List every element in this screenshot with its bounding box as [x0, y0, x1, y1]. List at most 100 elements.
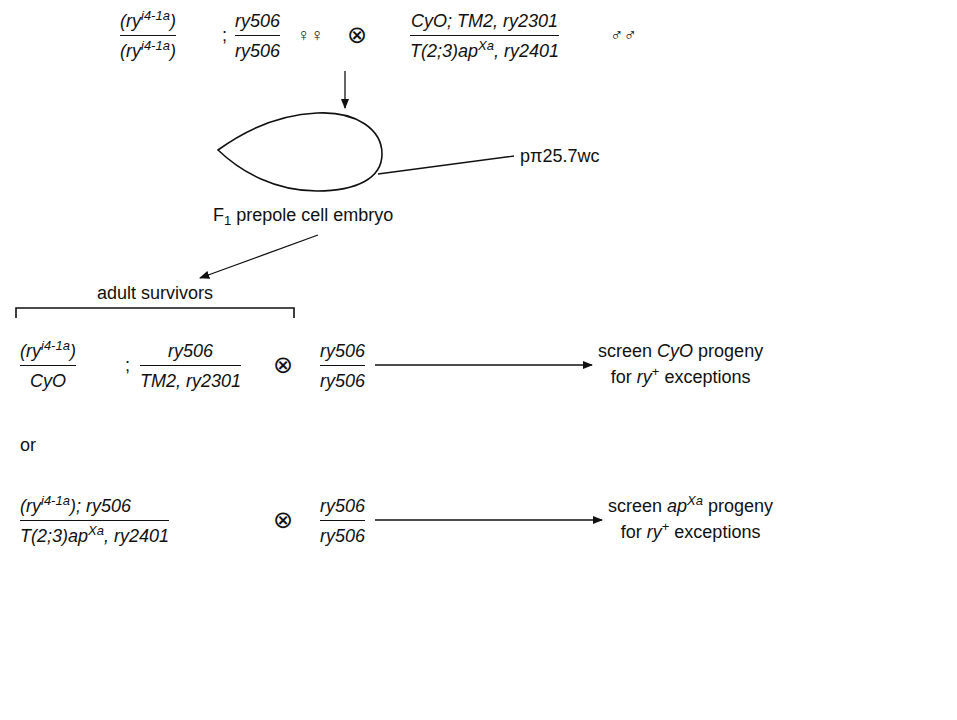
text-line: adult survivors	[97, 282, 213, 304]
leader-line	[378, 156, 514, 174]
genotype-text: ;	[222, 25, 227, 45]
plasmid-label: pπ25.7wc	[520, 145, 599, 167]
genotype-text: F	[213, 205, 224, 225]
survivor-bracket: adult survivors	[15, 282, 295, 322]
text-line: (ryi4-1a)	[20, 340, 76, 364]
fraction-bar	[20, 365, 76, 366]
cross-arrow	[375, 519, 602, 520]
genotype-text: i4-1a	[41, 493, 70, 508]
genotype-text: )	[170, 11, 176, 31]
genotype-text: +	[652, 364, 660, 379]
text-line: forry+exceptions	[621, 521, 761, 545]
genotype-text: ry506	[320, 496, 365, 516]
fraction-bar	[410, 35, 559, 36]
text-line: ry506	[168, 340, 213, 362]
genotype-text: ry506	[320, 341, 365, 361]
screen-note: screenCyOprogenyforry+exceptions	[598, 340, 767, 394]
text-line: screenapXa progeny	[608, 495, 773, 519]
genotype-text: Xa	[478, 38, 494, 53]
bracket-shape	[16, 308, 294, 318]
screen-note: screenapXa progeny forry+exceptions	[608, 495, 777, 549]
genotype-text: ry506	[235, 11, 280, 31]
genotype-text: 1	[224, 213, 231, 228]
genotype-text: ap	[667, 496, 687, 516]
text-line: CyO; TM2, ry2301	[411, 10, 558, 32]
text-line: T(2;3)apXa, ry2401	[410, 40, 559, 64]
text-line: CyO	[30, 370, 66, 392]
text-line: forry+exceptions	[611, 366, 751, 390]
genotype-text: progeny	[698, 341, 763, 361]
connective-word: or	[20, 434, 36, 456]
fraction-bar	[20, 520, 169, 521]
fraction-bar	[320, 520, 365, 521]
genotype-text: ;	[125, 355, 130, 375]
test-cross: (ryi4-1a); ry506T(2;3)apXa, ry2401⊗ry506…	[15, 495, 369, 553]
genotype-text: ♂♂	[610, 25, 637, 45]
text-line: ♂♂	[610, 24, 637, 46]
genotype-text: )	[170, 41, 176, 61]
text-line: ;	[125, 354, 130, 376]
text-line: F1 prepole cell embryo	[213, 204, 393, 228]
genotype-text: T(2;3)ap	[410, 41, 478, 61]
text-line: ♀♀	[297, 24, 324, 46]
fraction-bar	[120, 35, 176, 36]
genotype-text: prepole cell embryo	[236, 205, 393, 225]
text-line: ⊗	[273, 353, 293, 379]
genotype-text: screen	[608, 496, 662, 516]
genotype-text: ⊗	[273, 506, 293, 533]
cross-arrow	[200, 235, 318, 278]
genotype-text: ); ry506	[70, 496, 131, 516]
genotype-text: CyO	[30, 371, 66, 391]
cross-arrow	[344, 71, 345, 108]
text-line: ry506	[235, 10, 280, 32]
genotype-text: ry	[637, 367, 652, 387]
text-line: ry506	[320, 525, 365, 547]
genotype-text: )	[70, 341, 76, 361]
genotype-text: adult survivors	[97, 283, 213, 303]
test-cross: (ryi4-1a)CyO;ry506TM2, ry2301⊗ry506ry506	[15, 340, 369, 396]
genotype-text: , ry2401	[494, 41, 559, 61]
genotype-text: i4-1a	[41, 338, 70, 353]
genotype-text: ry506	[320, 526, 365, 546]
genotype-text: for	[621, 522, 642, 542]
genotype-text: CyO	[657, 341, 693, 361]
genotype-text: ry506	[320, 371, 365, 391]
text-line: ;	[222, 24, 227, 46]
genotype-text: ⊗	[273, 351, 293, 378]
text-line: ⊗	[347, 23, 367, 49]
text-line: TM2, ry2301	[140, 370, 241, 392]
genotype-text: ⊗	[347, 21, 367, 48]
genotype-text: Xa	[687, 493, 703, 508]
text-line: ry506	[320, 495, 365, 517]
text-line: ry506	[320, 370, 365, 392]
genotype-text: ry506	[235, 41, 280, 61]
genotype-text: i4-1a	[141, 8, 170, 23]
genotype-text: (ry	[120, 11, 141, 31]
fraction-bar	[235, 35, 280, 36]
genotype-text: (ry	[20, 341, 41, 361]
text-line: (ryi4-1a); ry506	[20, 495, 131, 519]
text-line: ⊗	[273, 508, 293, 534]
genotype-text: Xa	[88, 523, 104, 538]
genotype-text: CyO; TM2, ry2301	[411, 11, 558, 31]
text-line: screenCyOprogeny	[598, 340, 763, 362]
genotype-text: ry506	[168, 341, 213, 361]
text-line: (ryi4-1a)	[120, 10, 176, 34]
genotype-text: progeny	[708, 496, 773, 516]
cross-arrow	[375, 364, 592, 365]
genotype-text: screen	[598, 341, 652, 361]
genotype-text: (ry	[120, 41, 141, 61]
fraction-bar	[140, 365, 241, 366]
text-line: ry506	[235, 40, 280, 62]
genotype-text: TM2, ry2301	[140, 371, 241, 391]
embryo-shape	[218, 113, 382, 191]
genotype-text: exceptions	[664, 367, 750, 387]
genotype-text: ♀♀	[297, 25, 324, 45]
genotype-text: +	[662, 519, 670, 534]
fraction-bar	[320, 365, 365, 366]
genotype-text: ry	[647, 522, 662, 542]
parental-cross: (ryi4-1a)(ryi4-1a);ry506ry506♀♀⊗CyO; TM2…	[112, 10, 641, 68]
